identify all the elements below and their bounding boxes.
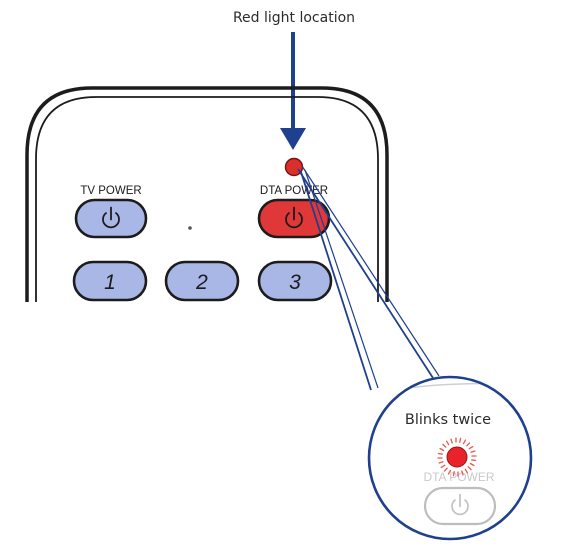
callout-label: Red light location [233, 10, 355, 26]
center-dot [188, 226, 192, 230]
power-icon [102, 206, 120, 229]
number-button-label: 1 [104, 271, 116, 294]
number-button-3[interactable]: 3 [257, 260, 333, 302]
tv-power-label: TV POWER [80, 185, 141, 197]
number-button-1[interactable]: 1 [72, 260, 148, 302]
zoom-connector [297, 165, 440, 391]
zoom-dta-power-button [423, 486, 497, 526]
blinking-light-rays [437, 437, 477, 477]
zoom-dta-power-label: DTA POWER [423, 470, 494, 484]
power-icon [285, 206, 303, 229]
down-arrow-icon [280, 32, 306, 150]
number-button-label: 3 [289, 271, 301, 294]
blinking-red-light [446, 446, 468, 468]
number-button-label: 2 [195, 271, 208, 294]
blinks-label: Blinks twice [405, 412, 491, 428]
remote-outline [25, 86, 389, 302]
power-icon [451, 493, 469, 516]
tv-power-button[interactable] [74, 198, 148, 239]
zoom-magnifier: DTA POWER [367, 375, 533, 541]
dta-power-button[interactable] [257, 198, 331, 239]
number-button-2[interactable]: 2 [164, 260, 240, 302]
